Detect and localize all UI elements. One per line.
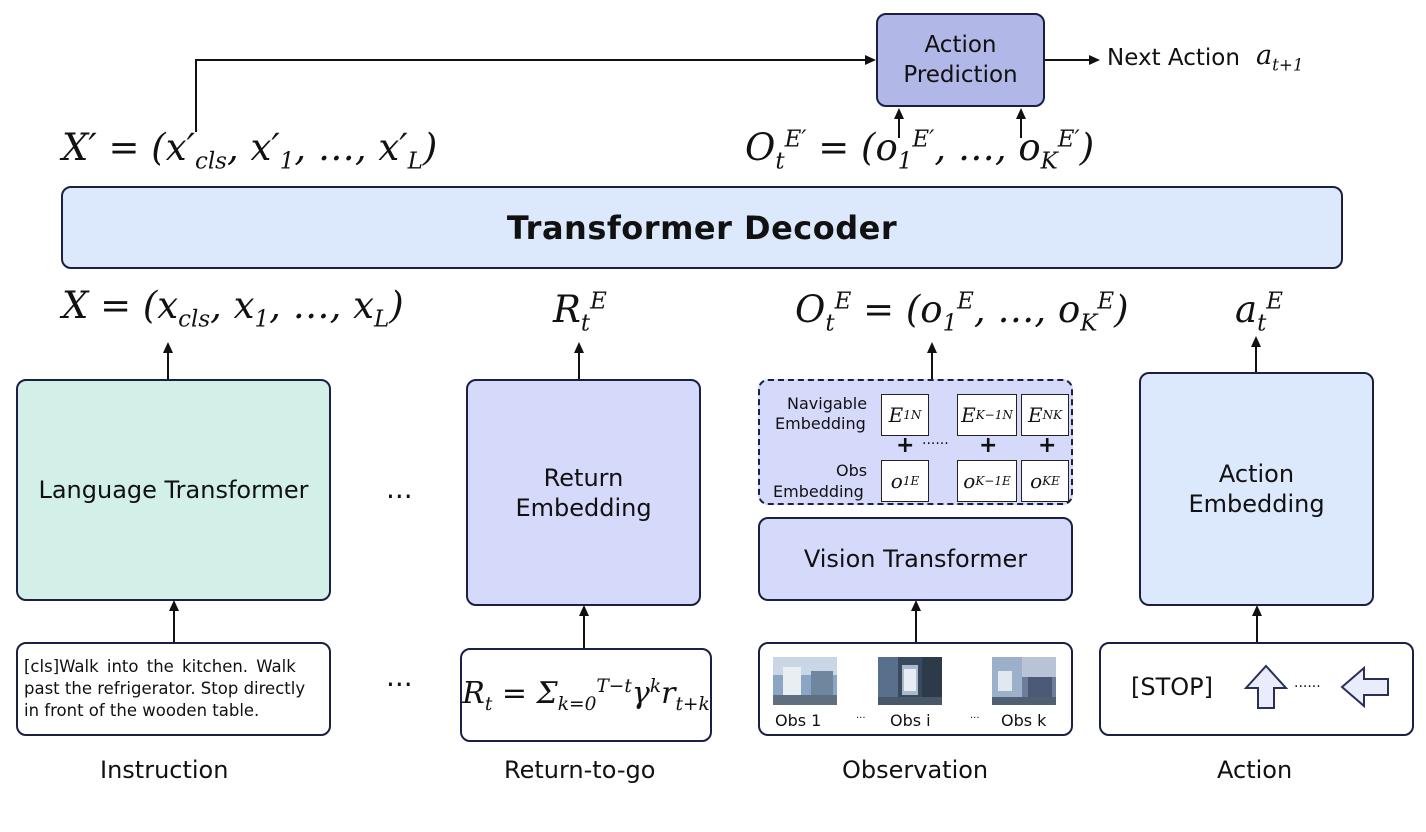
arrow-line: [167, 352, 169, 379]
oprime-up-line-2: [1020, 118, 1022, 138]
caption-instruction: Instruction: [100, 756, 229, 784]
vision-transformer-box: Vision Transformer: [758, 517, 1073, 601]
arrow-line: [1256, 615, 1258, 642]
arrow-left-icon: [1340, 666, 1389, 708]
transformer-decoder-label: Transformer Decoder: [506, 208, 898, 247]
caption-return-to-go: Return-to-go: [504, 756, 656, 784]
arrowhead: [1089, 55, 1100, 65]
return-embedding-label-1: Return: [543, 463, 624, 492]
plus-sign: +: [979, 433, 998, 458]
next-action-label: Next Action: [1107, 45, 1240, 71]
arrowhead: [927, 342, 937, 353]
o-math: OtE = (o1E, …, oKE): [795, 288, 1129, 337]
arrowhead: [1251, 336, 1261, 347]
arrow-line: [583, 615, 585, 648]
instruction-line-2: past the refrigerator. Stop directly: [24, 679, 306, 698]
navigable-embedding-label-2: Embedding: [775, 414, 866, 433]
arrowhead: [169, 600, 179, 611]
arrowhead: [865, 55, 876, 65]
language-transformer-label: Language Transformer: [38, 476, 309, 504]
stop-token-label: [STOP]: [1131, 673, 1213, 701]
transformer-decoder-box: Transformer Decoder: [61, 186, 1343, 269]
vision-transformer-label: Vision Transformer: [803, 545, 1028, 573]
observation-label-1: Obs 1: [775, 711, 822, 730]
action-prediction-label-2: Prediction: [903, 62, 1018, 88]
oprime-up-line-1: [898, 118, 900, 138]
plus-sign: +: [896, 433, 915, 458]
x-prime-math: X′ = (x′cls, x′1, …, x′L): [62, 126, 438, 175]
arrow-line: [173, 610, 175, 642]
arrow-line: [915, 610, 917, 642]
arrow-line: [578, 352, 580, 379]
return-to-go-box: Rt = Σk=0T−tγkrt+k: [460, 648, 712, 742]
observation-dots-1: ···: [856, 713, 866, 724]
instruction-line-3: in front of the wooden table.: [24, 701, 260, 720]
ellipsis-bottom: ···: [386, 668, 413, 701]
obs-embedding-label-2: Embedding: [773, 482, 864, 501]
observation-label-i: Obs i: [890, 711, 931, 730]
arrow-up-icon: [1244, 664, 1288, 709]
a-math: atE: [1235, 288, 1284, 337]
x-math: X = (xcls, x1, …, xL): [62, 284, 404, 333]
instruction-line-1: [cls]Walk into the kitchen. Walk: [24, 657, 296, 676]
obs-embedding-label-1: Obs: [836, 461, 868, 480]
observation-dots-2: ···: [970, 713, 980, 724]
next-action-line: [1045, 59, 1089, 61]
arrowhead: [894, 108, 904, 119]
action-prediction-box: Action Prediction: [876, 13, 1045, 107]
navigable-embedding-label-1: Navigable: [787, 394, 868, 413]
arrow-line: [1255, 346, 1257, 372]
arrowhead: [1016, 108, 1026, 119]
next-action-math: at+1: [1256, 40, 1304, 75]
xprime-up-line: [195, 59, 197, 132]
ellipsis-middle: ···: [386, 480, 413, 513]
arrow-line: [931, 352, 933, 379]
return-embedding-label-2: Embedding: [515, 493, 652, 522]
embedding-dots: ······: [922, 436, 949, 452]
action-embedding-label-1: Action: [1218, 460, 1295, 488]
arrowhead: [911, 600, 921, 611]
arrowhead: [579, 605, 589, 616]
plus-sign: +: [1038, 433, 1057, 458]
o-prime-math: OtE′ = (o1E′, …, oKE′): [745, 126, 1095, 175]
instruction-box: [cls]Walk into the kitchen. Walk past th…: [16, 642, 331, 736]
return-to-go-math: Rt = Σk=0T−tγkrt+k: [462, 675, 710, 715]
observation-label-k: Obs k: [1001, 711, 1047, 730]
caption-action: Action: [1217, 756, 1293, 784]
r-math: RtE: [553, 288, 607, 337]
action-embedding-box: Action Embedding: [1139, 372, 1374, 606]
observation-image-i: [878, 657, 942, 705]
arrowhead: [1252, 605, 1262, 616]
language-transformer-box: Language Transformer: [16, 379, 331, 601]
arrowhead: [574, 342, 584, 353]
action-dots: ······: [1294, 679, 1321, 695]
observation-image-1: [773, 657, 837, 705]
return-embedding-box: Return Embedding: [466, 379, 701, 606]
action-embedding-label-2: Embedding: [1188, 490, 1325, 518]
xprime-right-line: [195, 59, 865, 61]
observation-image-k: [992, 657, 1056, 705]
caption-observation: Observation: [842, 756, 989, 784]
arrowhead: [163, 342, 173, 353]
action-prediction-label-1: Action: [924, 32, 997, 58]
